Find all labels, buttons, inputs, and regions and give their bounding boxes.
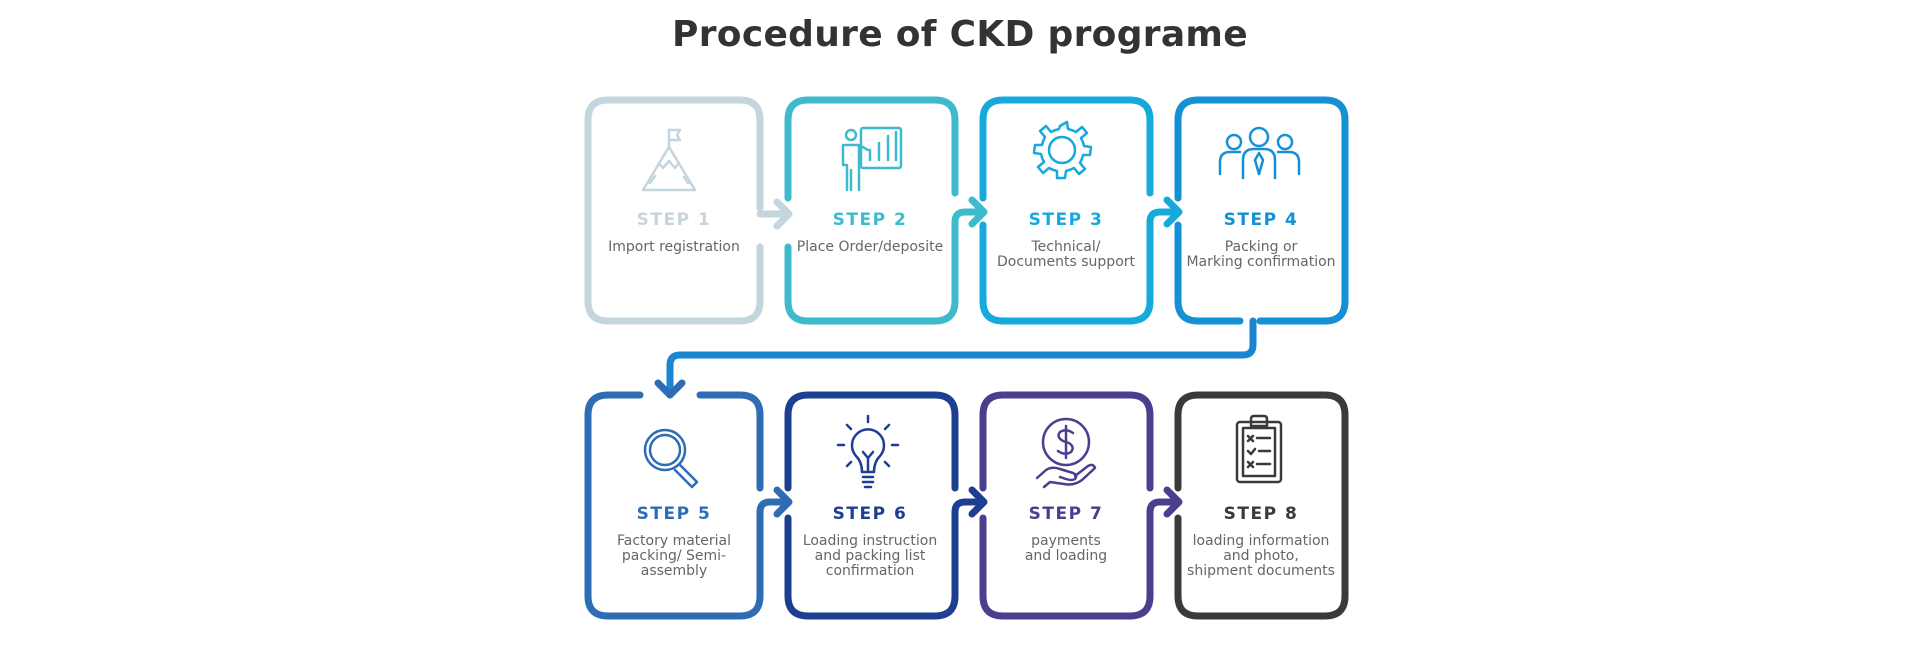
step-5-text: STEP 5 Factory material packing/ Semi- a… xyxy=(588,504,760,579)
step-7-text: STEP 7 payments and loading xyxy=(980,504,1152,564)
step-8-box xyxy=(1174,391,1349,620)
presentation-chart-icon xyxy=(841,126,903,192)
step-7-label: STEP 7 xyxy=(1028,504,1104,524)
team-icon xyxy=(1218,126,1301,180)
arrow-7-to-8 xyxy=(1146,486,1183,526)
arrow-1-to-2 xyxy=(756,198,793,230)
step-5-box xyxy=(584,391,764,620)
step-4-description: Packing or Marking confirmation xyxy=(1186,239,1336,270)
clipboard-checklist-icon xyxy=(1235,414,1283,484)
step-6-description: Loading instruction and packing list con… xyxy=(802,533,938,579)
step-3-text: STEP 3 Technical/ Documents support xyxy=(980,210,1152,270)
step-4-box xyxy=(1174,96,1349,325)
arrow-2-to-3 xyxy=(951,196,988,237)
magnifier-icon xyxy=(643,428,699,489)
step-5-label: STEP 5 xyxy=(636,504,712,524)
step-1-label: STEP 1 xyxy=(636,210,712,230)
arrow-5-to-6 xyxy=(756,486,793,518)
arrow-4-to-5 xyxy=(654,317,1257,399)
step-6-box xyxy=(784,391,959,620)
step-4-text: STEP 4 Packing or Marking confirmation xyxy=(1175,210,1347,270)
lightbulb-icon xyxy=(836,414,900,489)
step-8-label: STEP 8 xyxy=(1223,504,1299,524)
step-3-label: STEP 3 xyxy=(1028,210,1104,230)
step-2-label: STEP 2 xyxy=(832,210,908,230)
arrow-6-to-7 xyxy=(951,486,988,526)
arrow-3-to-4 xyxy=(1146,196,1183,237)
step-3-box xyxy=(979,96,1154,325)
step-3-description: Technical/ Documents support xyxy=(996,239,1136,270)
step-2-text: STEP 2 Place Order/deposite xyxy=(784,210,956,255)
step-2-description: Place Order/deposite xyxy=(796,239,944,255)
diagram-title: Procedure of CKD programe xyxy=(672,14,1248,55)
step-4-label: STEP 4 xyxy=(1223,210,1299,230)
mountain-flag-icon xyxy=(641,128,697,192)
step-8-description: loading information and photo, shipment … xyxy=(1187,533,1335,579)
gear-icon xyxy=(1032,120,1093,180)
money-hand-icon xyxy=(1035,417,1097,489)
step-1-box xyxy=(584,96,764,325)
step-7-description: payments and loading xyxy=(1024,533,1108,564)
step-8-text: STEP 8 loading information and photo, sh… xyxy=(1175,504,1347,579)
step-6-text: STEP 6 Loading instruction and packing l… xyxy=(784,504,956,579)
step-5-description: Factory material packing/ Semi- assembly xyxy=(616,533,732,579)
step-6-label: STEP 6 xyxy=(832,504,908,524)
step-1-description: Import registration xyxy=(608,239,740,255)
step-2-box xyxy=(784,96,959,325)
step-7-box xyxy=(979,391,1154,620)
step-1-text: STEP 1 Import registration xyxy=(588,210,760,255)
